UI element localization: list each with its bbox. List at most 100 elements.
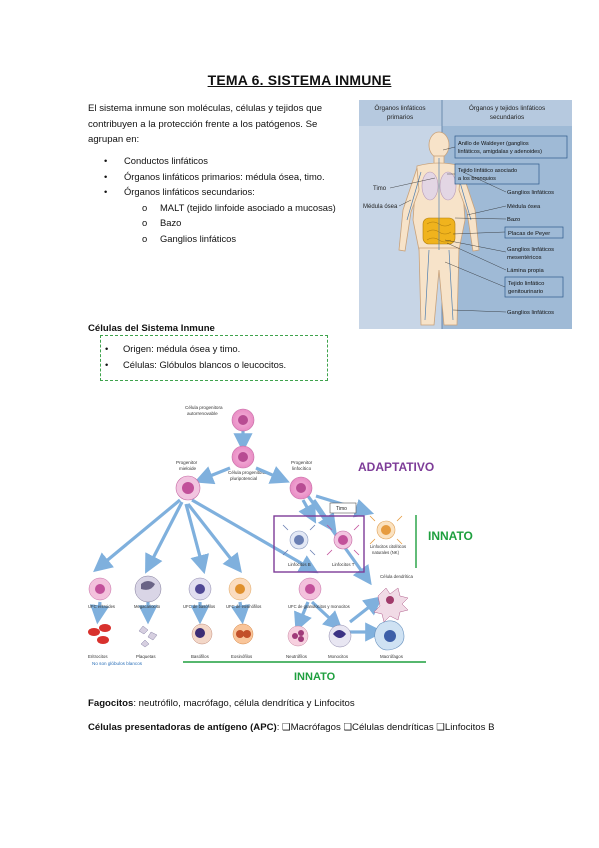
hematopoiesis-figure: Célula progenitora autorrenovable Célula…: [88, 400, 488, 690]
pluri-label-2: pluripotencial: [230, 476, 257, 481]
lungs: [421, 171, 457, 201]
label-genitourinario-1: Tejido linfático: [508, 281, 544, 287]
label-genitourinario-2: genitourinario: [508, 289, 543, 295]
lymphocyte-t-cell: [326, 524, 360, 556]
list-item: •Órganos linfáticos primarios: médula ós…: [100, 169, 336, 185]
megacariocito-cell: [134, 575, 162, 603]
cells-info-box: • Origen: médula ósea y timo. • Células:…: [100, 335, 328, 381]
macrofagos-cell: [374, 620, 405, 651]
label-medula-right: Médula ósea: [507, 204, 541, 210]
dendritic-label: Célula dendrítica: [380, 574, 414, 579]
myeloid-label-1: Progenitor: [176, 460, 198, 465]
label-medula: Médula ósea: [363, 204, 398, 210]
label-ganglios-1: Ganglios linfáticos: [507, 190, 554, 196]
sub-bullet: o: [142, 232, 148, 244]
peyer-box: [504, 226, 564, 239]
stem-label-2: autorrenovable: [187, 411, 218, 416]
header-right-1: Órganos y tejidos linfáticos: [469, 103, 545, 112]
apc-label: Células presentadoras de antígeno (APC): [88, 722, 277, 733]
no-son-label: No son glóbulos blancos: [92, 661, 143, 666]
ufc-basofilos-cell: [188, 577, 212, 601]
timo-label: Timo: [336, 506, 347, 512]
header-left-1: Órganos linfáticos: [374, 103, 425, 112]
label-bazo: Bazo: [507, 217, 520, 223]
label-peyer: Placas de Peyer: [508, 231, 550, 237]
bullet: •: [104, 186, 108, 197]
nk-label-2: naturales (NK): [372, 550, 400, 555]
timo-box: [329, 502, 357, 514]
bullet: •: [104, 155, 108, 166]
bullet: •: [105, 359, 109, 370]
monocitos-cell: [328, 624, 352, 648]
intro-paragraph: El sistema inmune son moléculas, células…: [88, 103, 323, 145]
stem-label-1: Célula progenitora: [185, 405, 223, 410]
bullet: •: [104, 170, 108, 182]
bullet: •: [105, 343, 109, 354]
lymphocyte-b-cell: [282, 524, 316, 556]
sub-bullet: o: [142, 201, 148, 213]
eritrocitos-cells: [88, 624, 111, 644]
fagocitos-label: Fagocitos: [88, 698, 134, 709]
neutrofilos-cell: [287, 625, 309, 647]
final-label: Eritrocitos: [88, 654, 108, 659]
ufc-eosinofilos-cell: [228, 577, 252, 601]
label-lamina: Lámina propia: [507, 268, 545, 274]
basofilos-cell: [191, 623, 213, 645]
label-waldeyer-1: Anillo de Waldeyer (ganglios: [458, 141, 529, 147]
hematopoiesis-diagram: Célula progenitora autorrenovable Célula…: [88, 405, 473, 683]
lymphatic-list: •Conductos linfáticos •Órganos linfático…: [100, 153, 336, 246]
cells-heading: Células del Sistema Inmune: [88, 323, 215, 334]
apc-text: : ❑Macrófagos ❑Células dendríticas ❑Linf…: [276, 722, 495, 733]
sub-bullet: o: [142, 217, 148, 228]
fagocitos-text: : neutrófilo, macrófago, célula dendríti…: [133, 698, 355, 709]
list-item: •Conductos linfáticos: [100, 153, 336, 169]
ufc-label: Megacariocito: [134, 604, 161, 609]
lymphatic-organs-illustration: Órganos linfáticos primarios Órganos y t…: [359, 100, 572, 329]
label-timo: Timo: [373, 186, 387, 192]
adaptativo-label: ADAPTATIVO: [358, 460, 434, 474]
label-linfocitos-b: Linfocitos B: [288, 562, 311, 567]
eosinofilos-cell: [232, 623, 254, 645]
nk-cell: [369, 515, 403, 545]
ufc-label: UFC de basófilos: [183, 604, 215, 609]
ufc-label: UFC de granulocitos y monocitos: [288, 604, 350, 609]
final-label: Macrófagos: [380, 654, 404, 659]
adaptive-lymphocyte-frame: [273, 515, 365, 573]
final-label: Monocitos: [328, 654, 349, 659]
label-mesentericos-2: mesentéricos: [507, 255, 542, 261]
label-leaders: [442, 146, 507, 313]
label-bronquios-1: Tejido linfático asociado: [458, 168, 517, 174]
label-mesentericos-1: Ganglios linfáticos: [507, 247, 554, 253]
myeloid-label-2: mieloide: [179, 466, 197, 471]
list-item: •Órganos linfáticos secundarios:: [100, 184, 336, 200]
lymphoid-label-1: Progenitor: [291, 460, 313, 465]
header-left-2: primarios: [387, 114, 413, 121]
header-band: [359, 100, 572, 126]
label-bronquios-2: a los bronquios: [458, 176, 496, 182]
fagocitos-line: Fagocitos: neutrófilo, macrófago, célula…: [88, 698, 355, 709]
innato-label: INNATO: [428, 529, 473, 543]
final-label: Basófilos: [191, 654, 210, 659]
label-ganglios-2: Ganglios linfáticos: [507, 310, 554, 316]
lineage-arrows: [90, 430, 385, 642]
label-waldeyer-2: linfáticos, amigdalas y adenoides): [458, 149, 542, 155]
lymphatic-organs-figure: Órganos linfáticos primarios Órganos y t…: [359, 100, 572, 329]
ufc-label: UFC de eosinófilos: [226, 604, 261, 609]
label-linfocitos-t: Linfocitos T: [332, 562, 355, 567]
ufc-label: UFC eritroides: [88, 604, 115, 609]
nk-label-1: Linfocitos citolíticos: [370, 544, 406, 549]
lymphoid-label-2: linfocítico: [292, 466, 312, 471]
plaquetas-cells: [138, 625, 158, 648]
final-label: Neutrófilos: [286, 654, 308, 659]
header-right-2: secundarios: [490, 114, 524, 121]
innato-bottom-label: INNATO: [294, 671, 336, 683]
pluri-label-1: Célula progenitora: [228, 470, 266, 475]
ufc-eritroides-cell: [88, 577, 112, 601]
final-label: Plaquetas: [136, 654, 156, 659]
ufc-granulocitos-cell: [298, 577, 322, 601]
page-title: TEMA 6. SISTEMA INMUNE: [207, 72, 392, 88]
dendritic-cell: [373, 587, 409, 623]
